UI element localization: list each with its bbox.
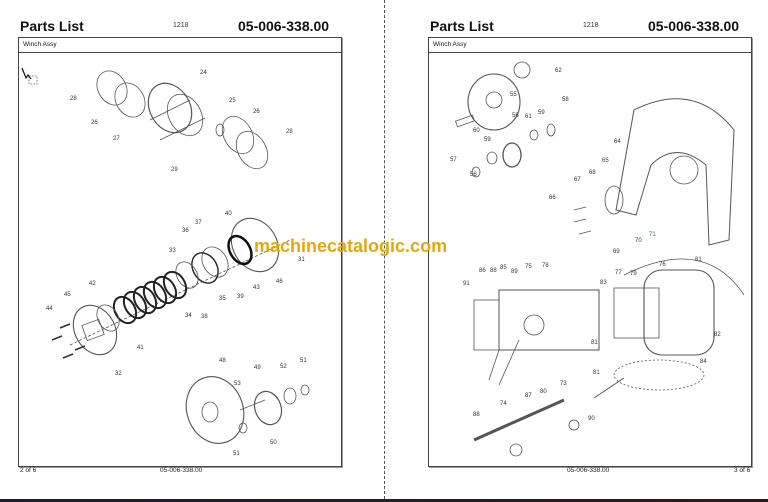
callout: 76 bbox=[659, 262, 666, 268]
callout: 59 bbox=[484, 137, 491, 143]
callout: 85 bbox=[500, 265, 507, 271]
callout: 35 bbox=[219, 296, 226, 302]
footer-doc-number: 05-006-338.00 bbox=[160, 467, 203, 474]
callout: 68 bbox=[589, 170, 596, 176]
callout: 40 bbox=[225, 211, 232, 217]
callout: 82 bbox=[714, 332, 721, 338]
callout: 32 bbox=[115, 371, 122, 377]
callout: 87 bbox=[525, 393, 532, 399]
callout: 69 bbox=[613, 249, 620, 255]
page-title: Parts List bbox=[430, 18, 494, 34]
callout: 75 bbox=[525, 264, 532, 270]
callout: 80 bbox=[540, 389, 547, 395]
doc-number: 05-006-338.00 bbox=[648, 18, 740, 34]
callout: 50 bbox=[270, 440, 277, 446]
callout: 38 bbox=[201, 314, 208, 320]
callout: 26 bbox=[253, 109, 260, 115]
page-title: Parts List bbox=[20, 18, 84, 34]
section-title: Winch Assy bbox=[429, 38, 751, 53]
callout: 33 bbox=[169, 248, 176, 254]
callout: 29 bbox=[171, 167, 178, 173]
callout: 64 bbox=[614, 139, 621, 145]
callout: 42 bbox=[89, 281, 96, 287]
callout: 51 bbox=[233, 451, 240, 457]
callout: 48 bbox=[219, 358, 226, 364]
callout: 26 bbox=[91, 120, 98, 126]
right-page: Parts List 1218 05-006-338.00 Winch Assy… bbox=[384, 0, 768, 499]
footer-page-number: 3 of 6 bbox=[734, 467, 751, 474]
callout: 44 bbox=[46, 306, 53, 312]
callout: 81 bbox=[591, 340, 598, 346]
diagram-frame: Winch Assy bbox=[18, 37, 342, 467]
callout: 37 bbox=[195, 220, 202, 226]
callout: 86 bbox=[479, 268, 486, 274]
callout: 28 bbox=[286, 129, 293, 135]
callout: 71 bbox=[649, 232, 656, 238]
callout: 52 bbox=[280, 364, 287, 370]
callout: 78 bbox=[542, 263, 549, 269]
callout: 70 bbox=[635, 238, 642, 244]
callout: 34 bbox=[185, 313, 192, 319]
callout: 89 bbox=[511, 269, 518, 275]
callout: 55 bbox=[510, 92, 517, 98]
left-page: Parts List 1218 05-006-338.00 Winch Assy bbox=[0, 0, 384, 499]
callout: 62 bbox=[555, 68, 562, 74]
callout: 60 bbox=[473, 128, 480, 134]
callout: 66 bbox=[549, 195, 556, 201]
doc-number: 05-006-338.00 bbox=[238, 18, 330, 34]
callout: 43 bbox=[253, 285, 260, 291]
callout: 27 bbox=[113, 136, 120, 142]
callout: 90 bbox=[588, 416, 595, 422]
callout: 25 bbox=[229, 98, 236, 104]
diagram-frame: Winch Assy bbox=[428, 37, 752, 467]
callout: 53 bbox=[234, 381, 241, 387]
callout: 57 bbox=[450, 157, 457, 163]
bottom-bar bbox=[0, 499, 768, 502]
footer-doc-number: 05-006-338.00 bbox=[567, 467, 610, 474]
callout: 88 bbox=[490, 268, 497, 274]
callout: 58 bbox=[562, 97, 569, 103]
callout: 59 bbox=[538, 110, 545, 116]
callout: 79 bbox=[630, 271, 637, 277]
callout: 31 bbox=[298, 257, 305, 263]
winch-exploded-diagram-right bbox=[455, 61, 745, 457]
callout: 39 bbox=[237, 294, 244, 300]
callout: 46 bbox=[276, 279, 283, 285]
callout: 67 bbox=[574, 177, 581, 183]
callout: 88 bbox=[473, 412, 480, 418]
callout: 81 bbox=[695, 257, 702, 263]
callout: 56 bbox=[470, 172, 477, 178]
callout: 65 bbox=[602, 158, 609, 164]
page-code: 1218 bbox=[173, 22, 189, 29]
callout: 73 bbox=[560, 381, 567, 387]
callout: 28 bbox=[70, 96, 77, 102]
callout: 91 bbox=[463, 281, 470, 287]
callout: 83 bbox=[600, 280, 607, 286]
callout: 84 bbox=[700, 359, 707, 365]
callout: 41 bbox=[137, 345, 144, 351]
winch-exploded-diagram-left bbox=[21, 67, 310, 444]
page-divider bbox=[384, 0, 385, 499]
footer-page-number: 2 of 6 bbox=[20, 467, 37, 474]
callout: 51 bbox=[300, 358, 307, 364]
watermark: machinecatalogic.com bbox=[254, 236, 448, 256]
callout: 61 bbox=[525, 114, 532, 120]
callout: 74 bbox=[500, 401, 507, 407]
callout: 36 bbox=[182, 228, 189, 234]
callout: 24 bbox=[200, 70, 207, 76]
callout: 56 bbox=[512, 113, 519, 119]
section-title: Winch Assy bbox=[19, 38, 341, 53]
callout: 49 bbox=[254, 365, 261, 371]
cursor-icon bbox=[21, 67, 32, 80]
callout: 45 bbox=[64, 292, 71, 298]
callout: 81 bbox=[593, 370, 600, 376]
page-code: 1218 bbox=[583, 22, 599, 29]
callout: 77 bbox=[615, 270, 622, 276]
